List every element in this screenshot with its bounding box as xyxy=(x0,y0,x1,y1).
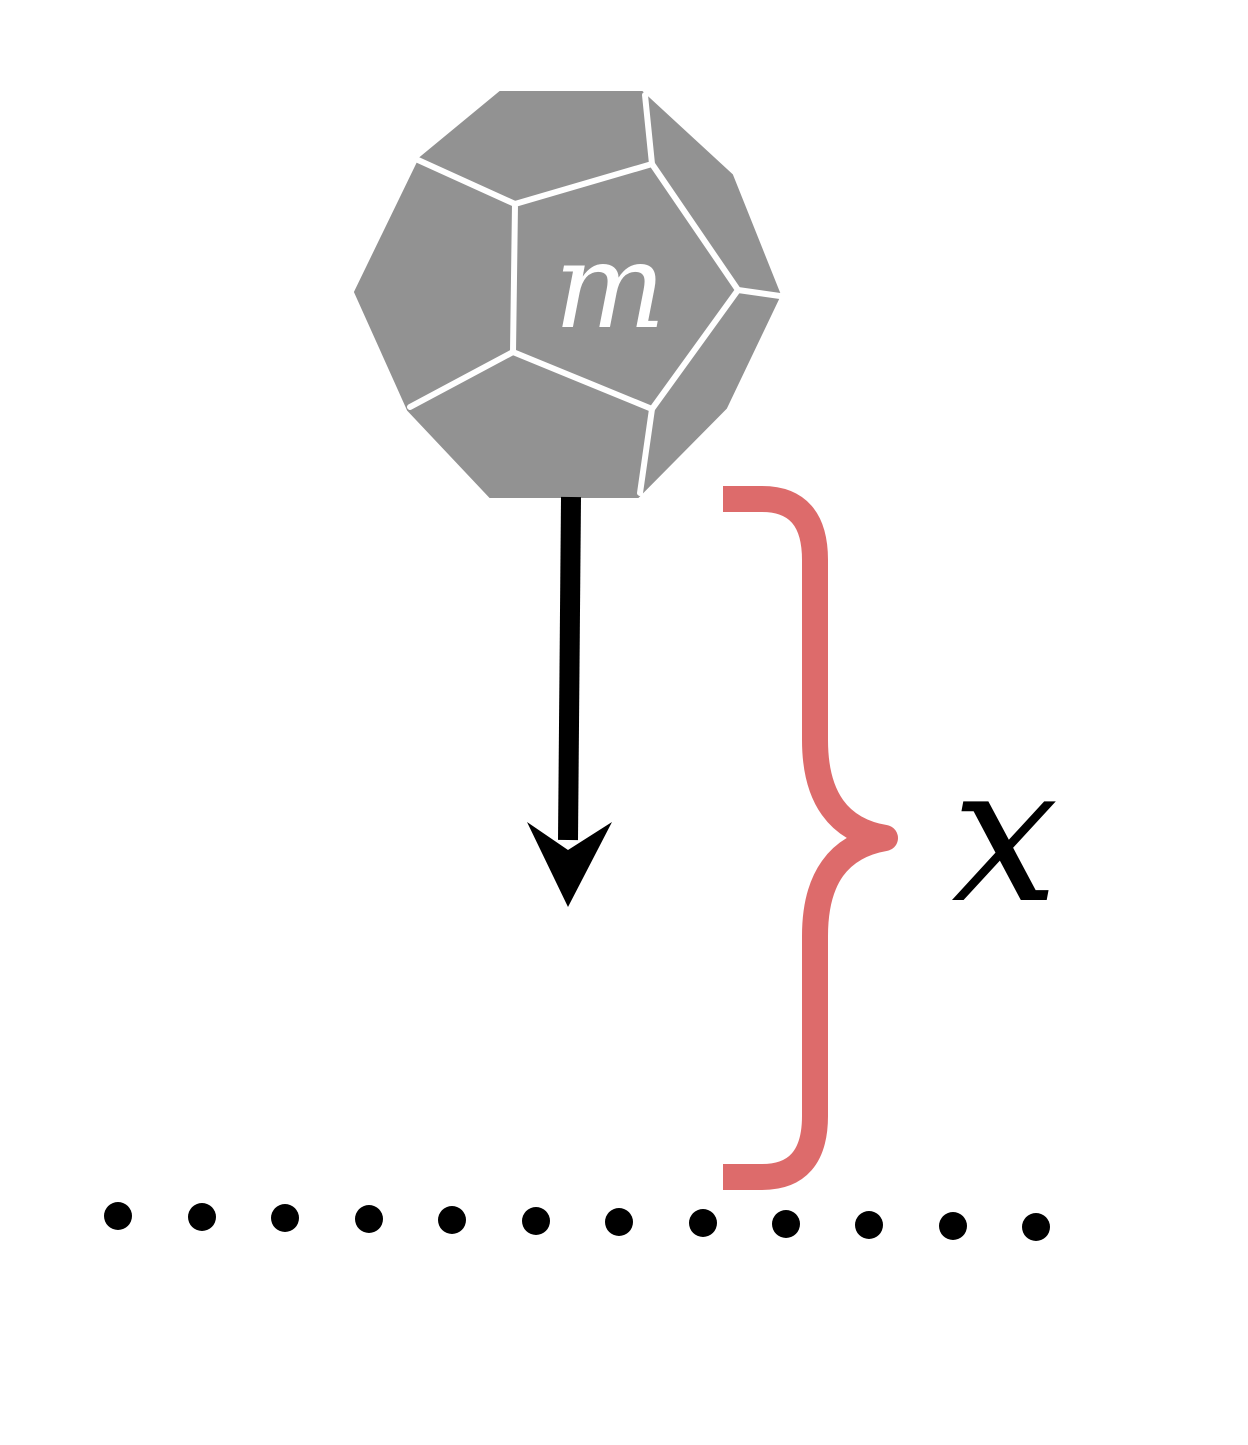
down-arrow-icon xyxy=(527,496,612,907)
ground-dot xyxy=(271,1204,299,1232)
ground-dot xyxy=(855,1211,883,1239)
front-face xyxy=(510,161,741,412)
mass-label: m xyxy=(554,217,666,355)
edge xyxy=(735,287,783,299)
edge xyxy=(637,406,655,496)
ground-dot xyxy=(104,1202,132,1230)
ground-dot xyxy=(772,1210,800,1238)
ground-dot xyxy=(355,1205,383,1233)
arrow-shaft xyxy=(558,496,581,841)
distance-label: x xyxy=(951,724,1058,945)
ground-dot xyxy=(188,1203,216,1231)
dodecahedron-edges xyxy=(407,92,783,496)
curly-brace-icon xyxy=(723,486,898,1190)
ground-dot xyxy=(939,1212,967,1240)
ground-dot xyxy=(522,1207,550,1235)
ground-dot xyxy=(689,1209,717,1237)
dotted-line-icon xyxy=(104,1202,1050,1241)
arrow-head xyxy=(527,822,612,907)
ground-dot xyxy=(1022,1213,1050,1241)
mass: m xyxy=(353,91,783,498)
edge xyxy=(642,92,655,167)
ground-dot xyxy=(438,1206,466,1234)
edge xyxy=(407,349,516,410)
ground-dot xyxy=(605,1208,633,1236)
edge xyxy=(415,157,518,207)
